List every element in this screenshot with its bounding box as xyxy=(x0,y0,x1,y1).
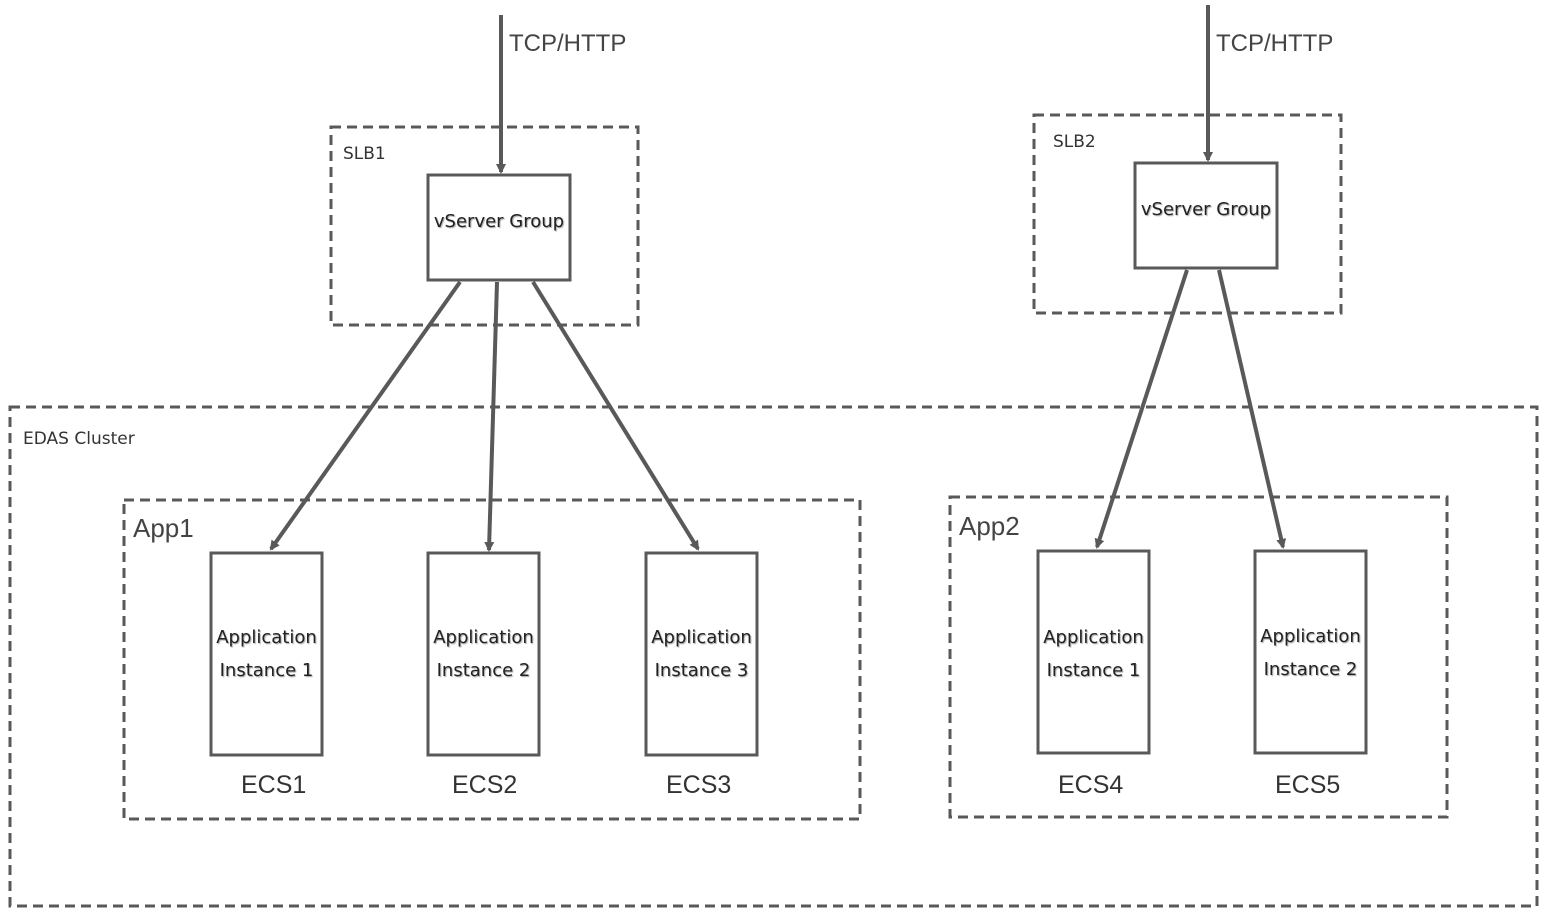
instance-line2: Instance 1 xyxy=(219,660,314,681)
ecs3-label: ECS3 xyxy=(666,771,732,799)
slb1-vserver-group-label: vServer Group xyxy=(433,210,565,232)
app2-label: App2 xyxy=(959,511,1020,541)
slb1-container xyxy=(329,125,640,327)
slb1-label: SLB1 xyxy=(343,144,386,164)
slb2-vserver-group-label: vServer Group xyxy=(1140,198,1272,220)
arrow-slb2-to-app2-instance-2 xyxy=(1217,269,1287,549)
app1-instance-1-box xyxy=(209,551,324,757)
edas-cluster-label: EDAS Cluster xyxy=(23,429,135,449)
instance-line2: Instance 3 xyxy=(654,660,749,681)
app2-container xyxy=(948,495,1449,819)
instance-line1: Application xyxy=(216,627,317,648)
app1-instance-3-box xyxy=(644,551,759,757)
instance-line1: Application xyxy=(433,627,534,648)
slb2-container xyxy=(1032,113,1343,315)
instance-line2: Instance 2 xyxy=(436,660,531,681)
ecs5-label: ECS5 xyxy=(1275,771,1341,799)
ecs2-label: ECS2 xyxy=(452,771,518,799)
app2-instance-2-label: Application Instance 2 xyxy=(1255,620,1366,686)
instance-line1: Application xyxy=(1260,626,1361,647)
instance-line2: Instance 2 xyxy=(1263,659,1358,680)
arrow-slb1-to-app1-instance-3 xyxy=(531,280,700,551)
slb2-vserver-group-box xyxy=(1133,161,1279,270)
arrow-slb1-to-app1-instance-2 xyxy=(484,281,499,552)
app1-instance-3-label: Application Instance 3 xyxy=(646,621,757,687)
instance-line1: Application xyxy=(651,627,752,648)
ecs4-label: ECS4 xyxy=(1058,771,1124,799)
arrow-slb2-to-app2-instance-1 xyxy=(1094,269,1189,549)
ingress-protocol-label-right: TCP/HTTP xyxy=(1216,30,1334,57)
arrow-slb1-to-app1-instance-1 xyxy=(269,280,462,551)
app2-instance-1-label: Application Instance 1 xyxy=(1038,621,1149,687)
app1-label: App1 xyxy=(133,513,194,543)
instance-line1: Application xyxy=(1043,627,1144,648)
instance-line2: Instance 1 xyxy=(1046,660,1141,681)
slb1-vserver-group-box xyxy=(426,173,572,282)
ecs1-label: ECS1 xyxy=(241,771,307,799)
app2-instance-1-box xyxy=(1036,549,1151,755)
edas-cluster-container xyxy=(8,405,1539,908)
app2-instance-2-box xyxy=(1253,549,1368,755)
app1-instance-1-label: Application Instance 1 xyxy=(211,621,322,687)
app1-instance-2-label: Application Instance 2 xyxy=(428,621,539,687)
slb2-label: SLB2 xyxy=(1053,132,1096,152)
ingress-protocol-label-left: TCP/HTTP xyxy=(509,30,627,57)
app1-instance-2-box xyxy=(426,551,541,757)
